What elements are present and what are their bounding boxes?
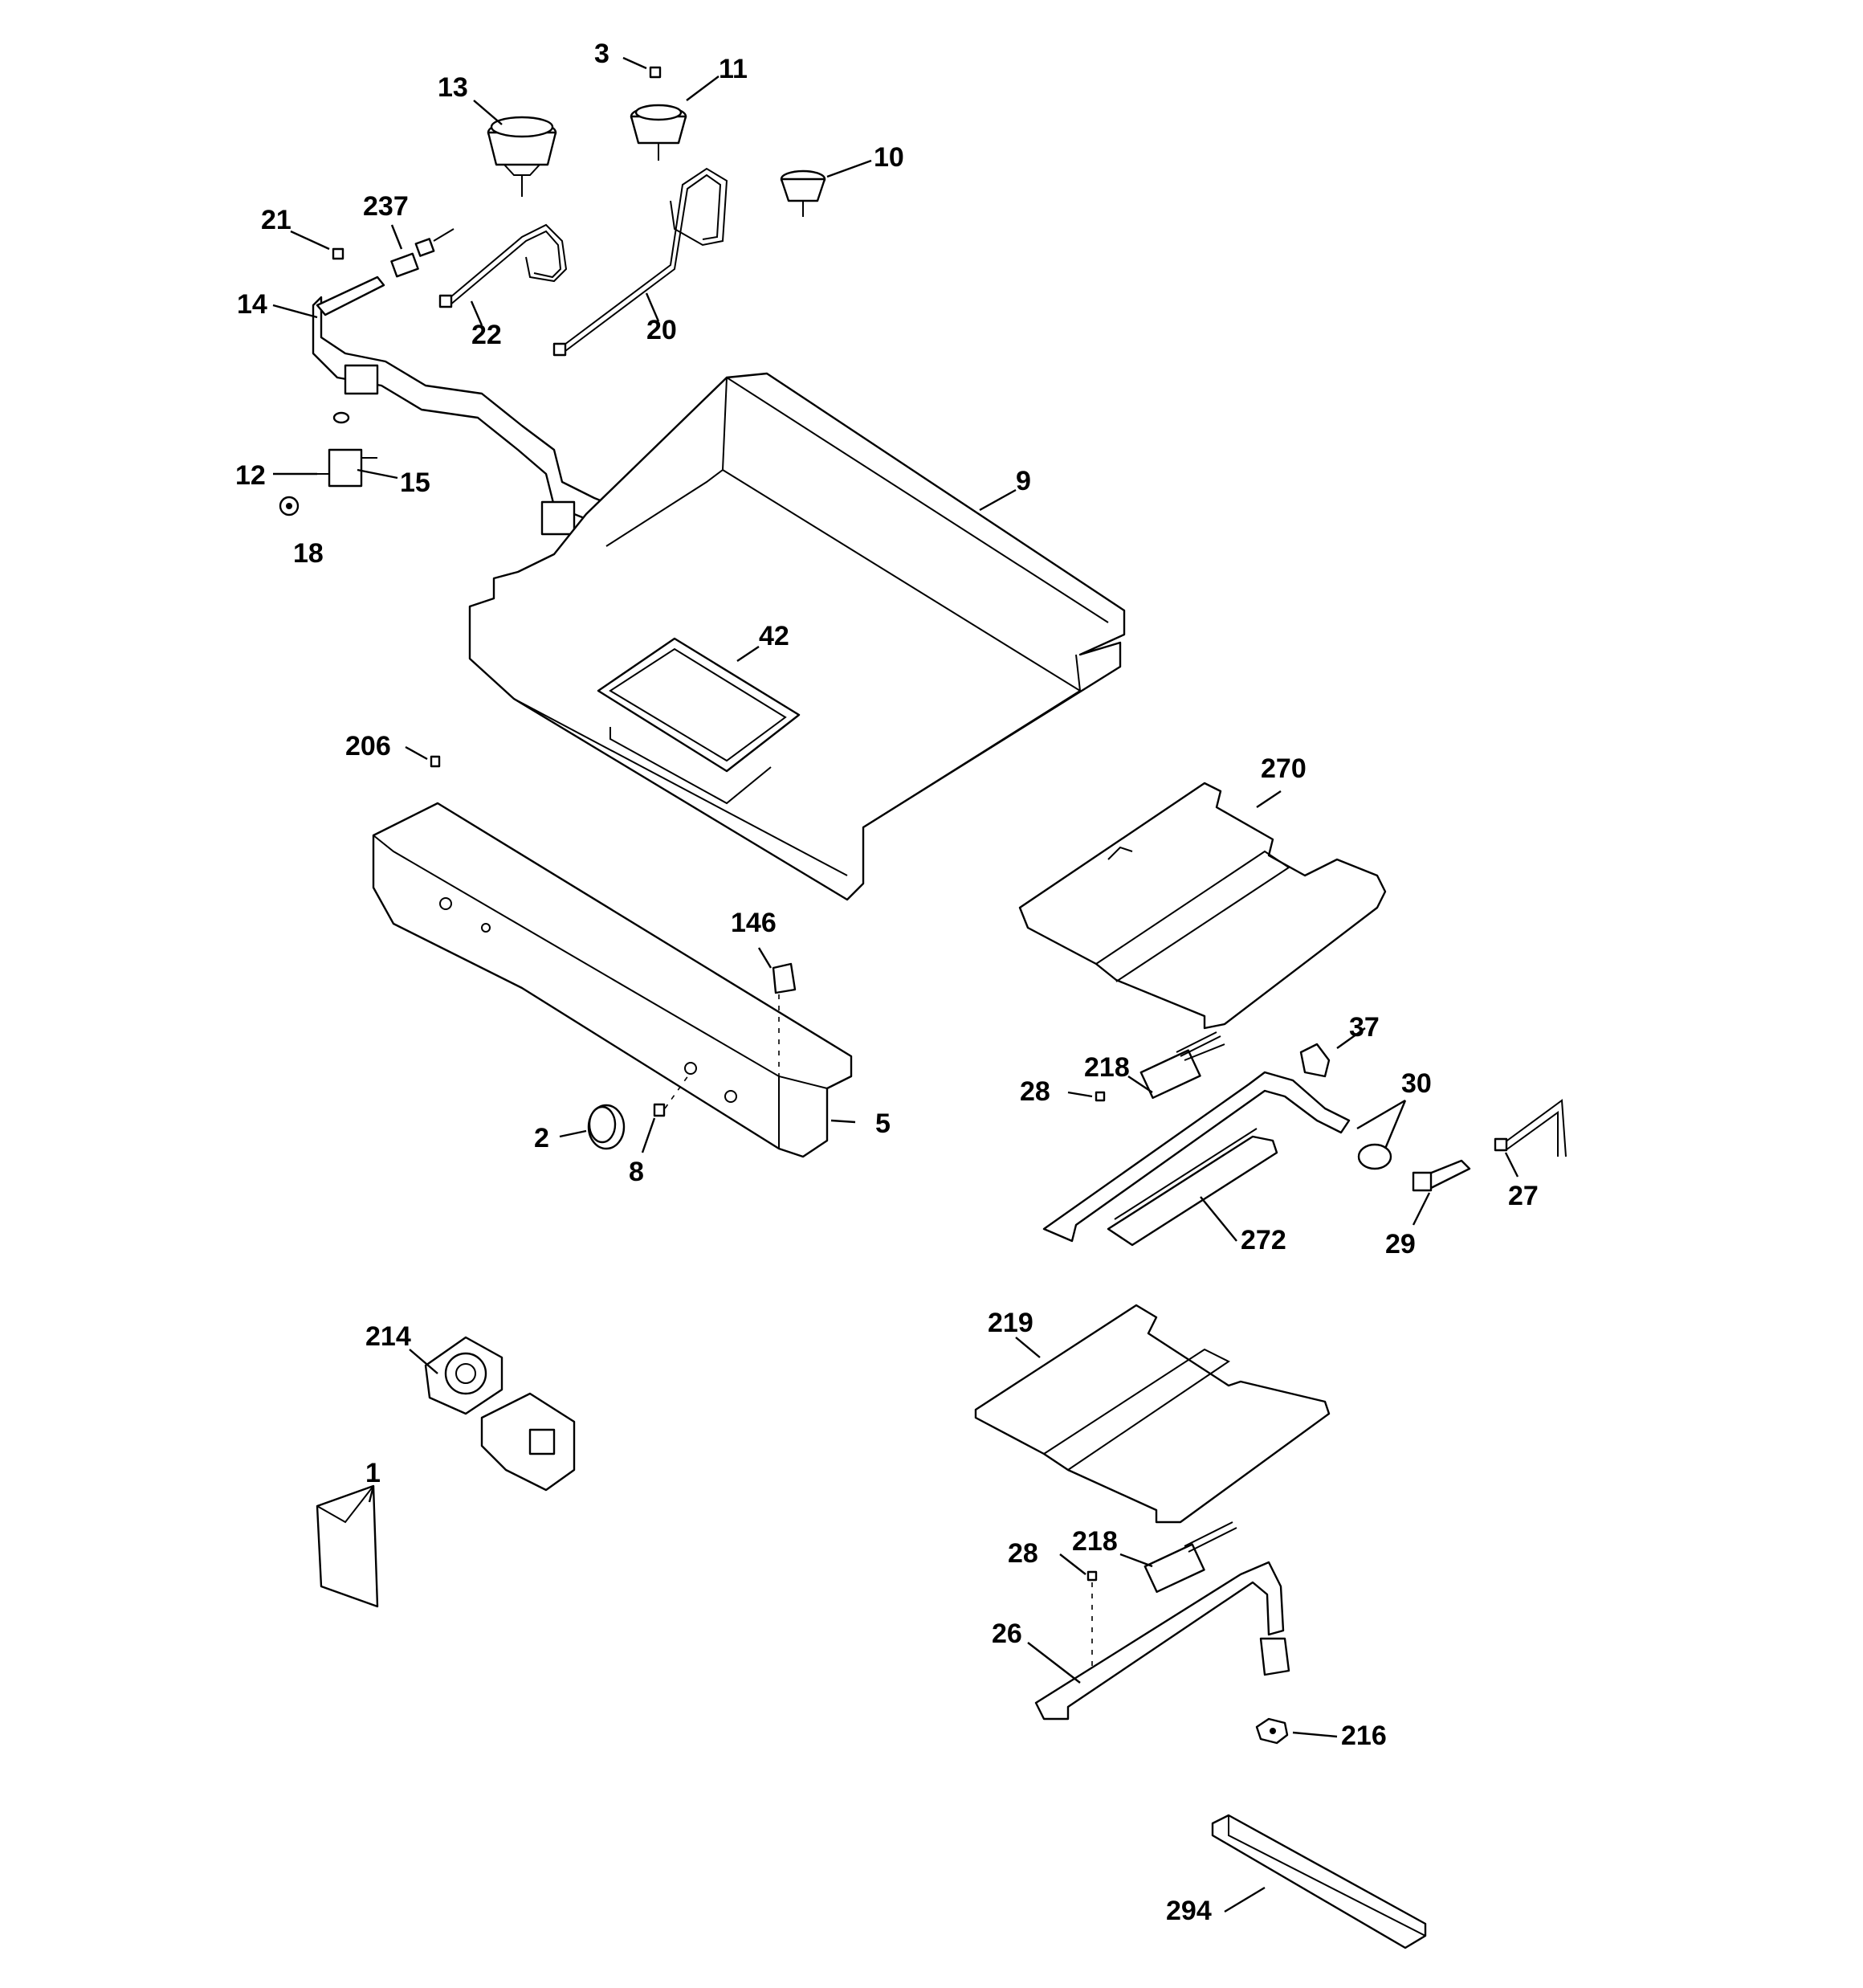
label-216: 216 <box>1341 1721 1387 1751</box>
label-5: 5 <box>875 1108 891 1139</box>
ignitor-218-lower <box>1143 1521 1237 1594</box>
instructions-envelope-1 <box>316 1484 379 1608</box>
leader-lines <box>272 56 1519 1913</box>
broil-burner-tube <box>1042 1071 1351 1243</box>
label-9: 9 <box>1016 466 1031 496</box>
shield-219 <box>974 1304 1331 1524</box>
screw-8 <box>653 1072 691 1117</box>
label-218-upper: 218 <box>1084 1052 1130 1083</box>
label-22: 22 <box>471 320 502 350</box>
label-14: 14 <box>237 289 267 320</box>
label-2: 2 <box>534 1123 549 1153</box>
shield-37 <box>1299 1043 1331 1078</box>
knob-2 <box>587 1104 626 1150</box>
shield-270 <box>1018 782 1387 1030</box>
burner-box-9 <box>468 372 1126 901</box>
label-12: 12 <box>235 460 266 491</box>
screw-21 <box>332 247 344 260</box>
orifice-237 <box>390 228 455 278</box>
label-13: 13 <box>438 72 468 103</box>
label-37: 37 <box>1349 1012 1380 1043</box>
burner-head-13 <box>487 116 557 197</box>
label-219: 219 <box>988 1308 1033 1338</box>
label-26: 26 <box>992 1619 1022 1649</box>
valve-12-15 <box>309 411 377 488</box>
bake-burner-26 <box>1034 1561 1290 1721</box>
cap-18 <box>279 496 300 516</box>
label-10: 10 <box>874 142 904 173</box>
label-18: 18 <box>293 538 324 569</box>
label-206: 206 <box>345 731 391 761</box>
label-28-lower: 28 <box>1008 1538 1038 1569</box>
label-15: 15 <box>400 467 430 498</box>
screw-3 <box>649 66 662 79</box>
label-3: 3 <box>594 39 609 69</box>
burner-grate-42 <box>597 637 801 805</box>
clip-146 <box>772 962 797 1076</box>
label-218-lower: 218 <box>1072 1526 1118 1557</box>
label-42: 42 <box>759 621 789 651</box>
label-29: 29 <box>1385 1229 1416 1259</box>
orifice-30-29 <box>1357 1143 1471 1192</box>
label-294: 294 <box>1166 1896 1212 1926</box>
nut-216 <box>1255 1717 1289 1745</box>
label-11: 11 <box>719 54 748 84</box>
label-272: 272 <box>1241 1225 1286 1255</box>
label-30: 30 <box>1401 1068 1432 1099</box>
label-27: 27 <box>1508 1181 1539 1211</box>
screw-28-upper <box>1095 1091 1106 1102</box>
gas-tube-22 <box>438 223 568 308</box>
label-214: 214 <box>365 1321 411 1352</box>
label-20: 20 <box>646 315 677 345</box>
label-8: 8 <box>629 1157 644 1187</box>
burner-head-11 <box>630 104 687 161</box>
screw-206 <box>430 755 441 768</box>
label-270: 270 <box>1261 753 1307 784</box>
tube-27 <box>1494 1099 1567 1157</box>
burner-head-10 <box>780 169 826 217</box>
ignitor-218-upper <box>1139 1031 1225 1100</box>
label-1: 1 <box>365 1458 381 1488</box>
bracket-272 <box>1107 1128 1278 1247</box>
label-28-upper: 28 <box>1020 1076 1050 1107</box>
part-labels: 3 11 13 10 21 237 14 22 20 12 15 18 9 42… <box>235 39 1539 1926</box>
label-237: 237 <box>363 191 409 222</box>
valve-214 <box>424 1336 576 1492</box>
label-21: 21 <box>261 205 291 235</box>
bracket-294 <box>1211 1814 1427 1949</box>
gas-tube-20 <box>552 167 728 357</box>
manifold-panel-5 <box>372 802 853 1158</box>
label-146: 146 <box>731 908 777 938</box>
screw-28-lower <box>1086 1570 1098 1687</box>
